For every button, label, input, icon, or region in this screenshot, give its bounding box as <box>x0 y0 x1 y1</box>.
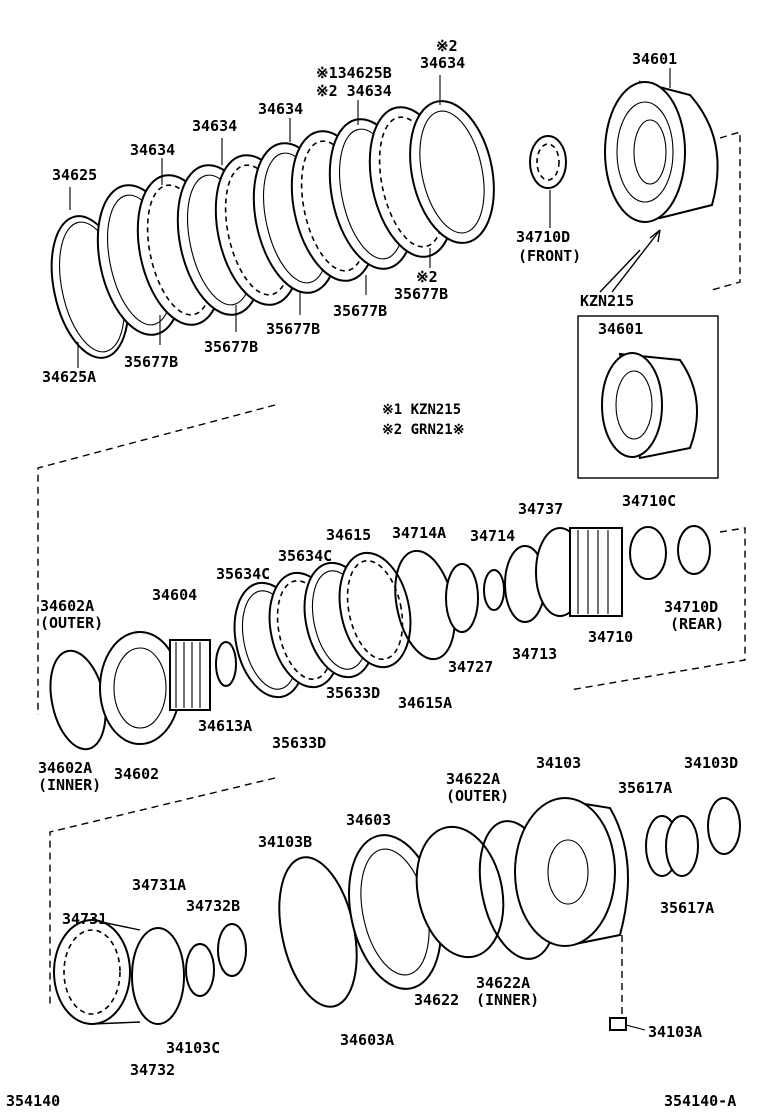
label-34710d-front: 34710D <box>516 228 570 246</box>
dashed-connector-left-bottom <box>49 777 276 1008</box>
label-34602: 34602 <box>114 765 159 783</box>
label-34103d: 34103D <box>684 754 738 772</box>
piston-34622 <box>415 825 505 959</box>
label-34625: 34625 <box>52 166 97 184</box>
dashed-connector-left-mid <box>37 404 276 715</box>
label-note2-mark: ※2 <box>436 37 458 55</box>
label-34622a-outer: 34622A <box>446 770 500 788</box>
part-labels: ※2 34634 ※134625B ※2 34634 34634 34634 3… <box>6 37 738 1110</box>
label-34634-b: 34634 <box>258 100 303 118</box>
label-34622: 34622 <box>414 991 459 1009</box>
label-kzn215: KZN215 <box>580 292 634 310</box>
label-34710c: 34710C <box>622 492 676 510</box>
label-inset-34601: 34601 <box>598 320 643 338</box>
inset-arrow-1 <box>611 229 661 293</box>
label-34731a: 34731A <box>132 876 186 894</box>
label-outer-a: (OUTER) <box>40 614 103 632</box>
label-34103a: 34103A <box>648 1023 702 1041</box>
label-35677b-d: 35677B <box>333 302 387 320</box>
label-34713: 34713 <box>512 645 557 663</box>
label-35633d-a: 35633D <box>272 734 326 752</box>
label-34625a: 34625A <box>42 368 96 386</box>
clutch-plate-stack <box>96 100 495 336</box>
label-34602a-outer: 34602A <box>40 597 94 615</box>
label-34732b: 34732B <box>186 897 240 915</box>
label-34103: 34103 <box>536 754 581 772</box>
label-inner-b: (INNER) <box>476 991 539 1009</box>
label-34732: 34732 <box>130 1061 175 1079</box>
label-outer-b: (OUTER) <box>446 787 509 805</box>
diagram-id-right: 354140-A <box>664 1092 736 1110</box>
label-front: (FRONT) <box>518 247 581 265</box>
clutch-pack-top <box>50 80 741 479</box>
label-34601: 34601 <box>632 50 677 68</box>
ring-34613a <box>215 641 237 687</box>
hub-34602 <box>99 631 181 745</box>
label-34625b: ※134625B <box>316 64 392 82</box>
dashed-connector-right-top <box>711 131 741 291</box>
inset-drum-34601 <box>601 352 699 460</box>
label-note2-mark-b: ※2 <box>416 268 438 286</box>
label-34622a-inner: 34622A <box>476 974 530 992</box>
washer-34732b <box>217 923 247 977</box>
inset-arrow-2 <box>599 249 641 293</box>
label-34727: 34727 <box>448 658 493 676</box>
label-34604: 34604 <box>152 586 197 604</box>
label-rear: (REAR) <box>670 615 724 633</box>
label-35633d-b: 35633D <box>326 684 380 702</box>
leader-lines-top <box>69 68 671 368</box>
gear-set <box>445 525 711 633</box>
label-34615: 34615 <box>326 526 371 544</box>
label-34710: 34710 <box>588 628 633 646</box>
clutch-drum-34601 <box>604 80 719 223</box>
gear-34732 <box>131 927 185 1025</box>
dashed-connector-right-mid <box>569 527 746 691</box>
label-34103b: 34103B <box>258 833 312 851</box>
label-34603a: 34603A <box>340 1031 394 1049</box>
planetary-middle <box>49 525 746 751</box>
label-34634-mark2b: ※2 34634 <box>316 82 392 100</box>
label-35617a-a: 35617A <box>618 779 672 797</box>
label-34613a: 34613A <box>198 717 252 735</box>
label-34634-c: 34634 <box>192 117 237 135</box>
label-35634c-b: 35634C <box>278 547 332 565</box>
drum-34731 <box>53 919 131 1025</box>
label-35677b-b: 35677B <box>204 338 258 356</box>
label-34103c: 34103C <box>166 1039 220 1057</box>
thrust-washer-front <box>529 135 567 189</box>
label-34634-mark2: 34634 <box>420 54 465 72</box>
bolt-34103a <box>609 1017 627 1031</box>
label-34634-d: 34634 <box>130 141 175 159</box>
label-35634c-a: 35634C <box>216 565 270 583</box>
label-34737: 34737 <box>518 500 563 518</box>
washer-34103d <box>707 797 741 855</box>
label-35677b-a: 35677B <box>124 353 178 371</box>
diagram-id-left: 354140 <box>6 1092 60 1110</box>
note-2: ※2 GRN21※ <box>382 422 464 438</box>
label-34714a: 34714A <box>392 524 446 542</box>
thrust-washer-front-inner <box>536 143 560 181</box>
label-34615a: 34615A <box>398 694 452 712</box>
label-35677b-mark2: 35677B <box>394 285 448 303</box>
kzn215-inset-box <box>577 315 719 479</box>
label-34714: 34714 <box>470 527 515 545</box>
label-34602a-inner: 34602A <box>38 759 92 777</box>
label-34603: 34603 <box>346 811 391 829</box>
label-inner-a: (INNER) <box>38 776 101 794</box>
note-1: ※1 KZN215 <box>382 402 461 418</box>
case-34103 <box>514 797 629 947</box>
one-way-clutch-34604 <box>169 639 211 711</box>
washer-34103c <box>185 943 215 997</box>
label-35677b-c: 35677B <box>266 320 320 338</box>
label-35617a-b: 35617A <box>660 899 714 917</box>
clutch-plates-middle <box>233 549 456 699</box>
label-34710d-rear: 34710D <box>664 598 718 616</box>
label-34731: 34731 <box>62 910 107 928</box>
band-brake-bottom <box>53 797 741 1031</box>
